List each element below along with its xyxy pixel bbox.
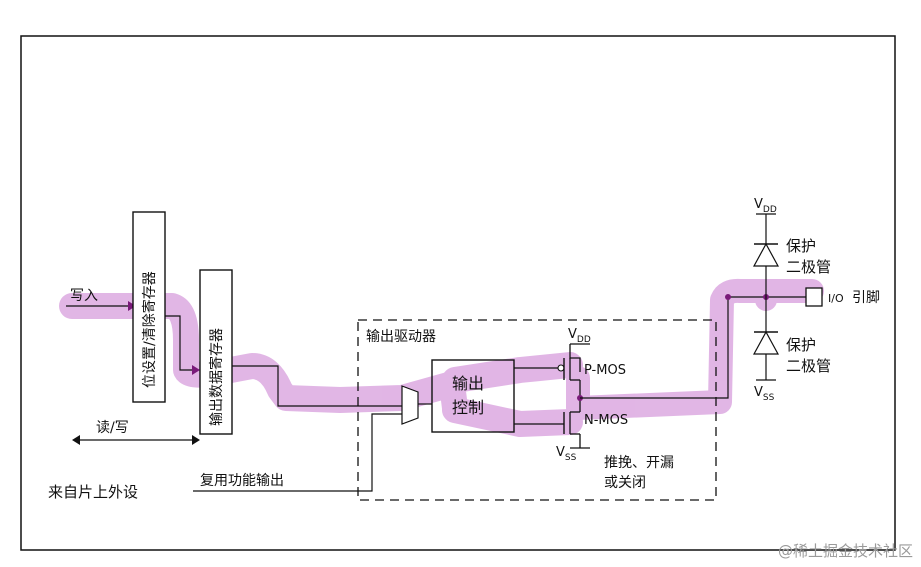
output-control-line2: 控制	[452, 398, 484, 417]
read-write-label: 读/写	[96, 419, 129, 436]
read-write-arrow-right	[192, 435, 200, 445]
mode-label-line1: 推挽、开漏	[604, 455, 674, 471]
mode-label-line2: 或关闭	[604, 475, 646, 491]
bit-set-clear-register	[132, 211, 166, 403]
write-label: 写入	[70, 288, 98, 304]
protect-top-line1: 保护	[786, 237, 816, 255]
protect-top-line2: 二极管	[786, 258, 831, 276]
alt-function-label: 复用功能输出	[200, 472, 284, 489]
from-peripheral-label: 来自片上外设	[48, 483, 138, 501]
pmos-channel	[569, 344, 581, 372]
bit-set-clear-register-label: 位设置/清除寄存器	[141, 271, 158, 388]
protect-diode-top	[752, 242, 780, 267]
write-arrow	[128, 301, 136, 311]
pin-vdd-label: VDD	[754, 197, 777, 215]
driver-vdd-label: VDD	[568, 327, 591, 345]
signal-highlight	[59, 278, 824, 437]
register-link-line	[165, 315, 192, 371]
register-link-arrow	[192, 365, 200, 375]
data-to-mux-line	[232, 365, 402, 407]
outer-frame	[20, 35, 896, 551]
protect-bottom-line2: 二极管	[786, 357, 831, 375]
pin-vss-label: VSS	[754, 385, 775, 403]
driver-vss-label: VSS	[556, 445, 577, 463]
protect-diode-bottom	[752, 330, 780, 355]
watermark: @稀土掘金技术社区	[777, 542, 913, 560]
io-small-label: I/O	[828, 292, 844, 305]
mux-symbol	[401, 385, 419, 425]
alt-function-line	[193, 413, 402, 492]
output-data-register-label: 输出数据寄存器	[208, 328, 225, 426]
read-write-arrow-left	[72, 435, 80, 445]
output-control-line1: 输出	[452, 374, 484, 393]
output-control-block	[431, 359, 515, 433]
pin-node-left	[725, 294, 731, 300]
pmos-label: P-MOS	[584, 363, 626, 378]
nmos-label: N-MOS	[584, 413, 628, 428]
protect-bottom-line1: 保护	[786, 336, 816, 354]
io-pin-label: 引脚	[852, 290, 880, 306]
io-pin-box	[805, 287, 823, 307]
output-driver-label: 输出驱动器	[366, 329, 436, 345]
output-data-register	[199, 269, 233, 435]
pmos-gate-bubble	[557, 364, 565, 372]
